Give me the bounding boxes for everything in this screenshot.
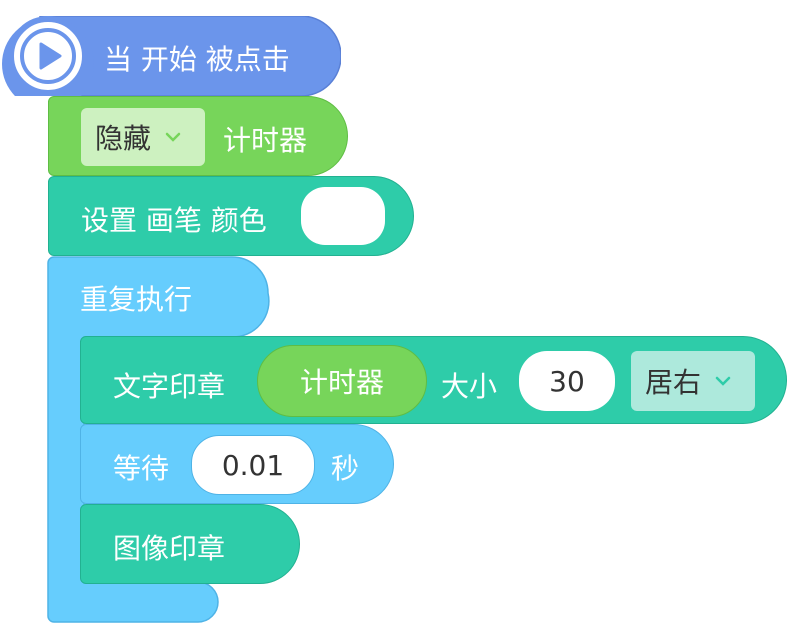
wait-label: 等待 [113,452,170,485]
size-label: 大小 [441,370,498,403]
wait-seconds-input[interactable]: 0.01 [191,435,315,495]
set-pen-color-block[interactable]: 设置 画笔 颜色 [48,176,414,256]
wait-seconds-value: 0.01 [221,448,285,482]
timer-reporter-label: 计时器 [299,366,384,399]
play-icon [20,28,76,84]
set-pen-color-label: 设置 画笔 颜色 [81,204,267,237]
pen-color-swatch[interactable] [301,187,385,245]
visibility-dropdown[interactable]: 隐藏 [81,108,205,166]
play-button-circle[interactable] [8,16,88,96]
text-stamp-block[interactable]: 文字印章 计时器 大小 30 居右 [80,336,787,424]
align-dropdown[interactable]: 居右 [631,351,755,411]
visibility-dropdown-value: 隐藏 [95,122,152,155]
size-input[interactable]: 30 [519,351,615,411]
wait-block[interactable]: 等待 0.01 秒 [80,424,394,504]
hat-block-label: 当 开始 被点击 [104,43,290,76]
text-stamp-label: 文字印章 [113,370,226,403]
repeat-forever-label: 重复执行 [80,283,193,316]
size-input-value: 30 [549,364,585,398]
when-start-clicked-block[interactable]: 当 开始 被点击 [0,16,341,96]
hide-timer-block[interactable]: 隐藏 计时器 [48,96,348,176]
chevron-down-icon [165,132,181,142]
seconds-unit-label: 秒 [331,452,360,485]
align-dropdown-value: 居右 [645,366,702,399]
image-stamp-label: 图像印章 [113,532,226,565]
chevron-down-icon [715,376,731,386]
image-stamp-block[interactable]: 图像印章 [80,504,300,584]
timer-label: 计时器 [223,124,308,157]
timer-reporter[interactable]: 计时器 [257,345,427,417]
